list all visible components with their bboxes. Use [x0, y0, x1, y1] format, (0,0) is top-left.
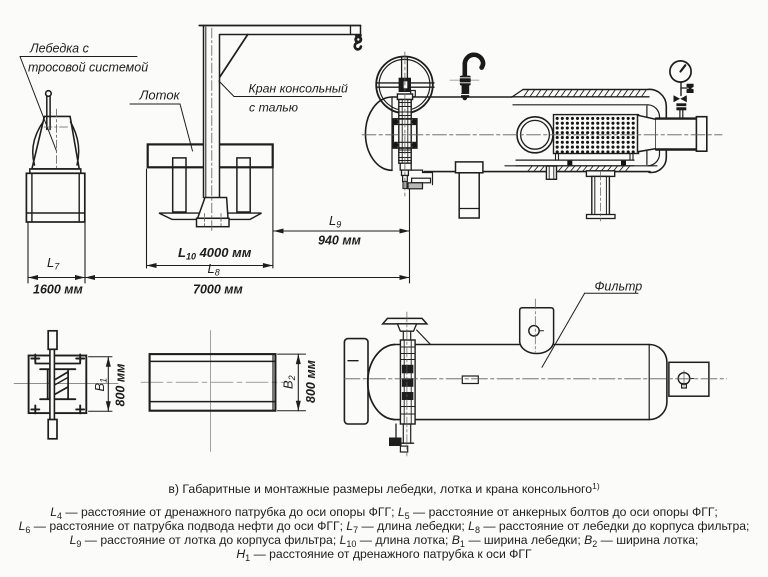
svg-text:B1: B1 — [92, 378, 109, 392]
svg-text:тросовой системой: тросовой системой — [28, 61, 148, 75]
svg-text:1600 мм: 1600 мм — [33, 283, 83, 297]
svg-text:Лебедка с: Лебедка с — [29, 42, 90, 56]
svg-text:800 мм: 800 мм — [304, 360, 318, 403]
svg-text:с талью: с талью — [249, 101, 298, 115]
svg-text:L8: L8 — [208, 261, 220, 278]
svg-text:Фильтр: Фильтр — [595, 280, 643, 294]
svg-text:800 мм: 800 мм — [114, 364, 128, 407]
svg-text:7000 мм: 7000 мм — [193, 283, 243, 297]
svg-text:940 мм: 940 мм — [318, 234, 361, 248]
svg-text:Кран консольный: Кран консольный — [249, 82, 348, 96]
svg-text:L9: L9 — [329, 213, 341, 230]
svg-text:B2: B2 — [281, 375, 298, 389]
svg-text:L7: L7 — [47, 255, 60, 272]
svg-text:L10 4000 мм: L10 4000 мм — [178, 245, 252, 262]
svg-text:Лоток: Лоток — [139, 88, 181, 103]
